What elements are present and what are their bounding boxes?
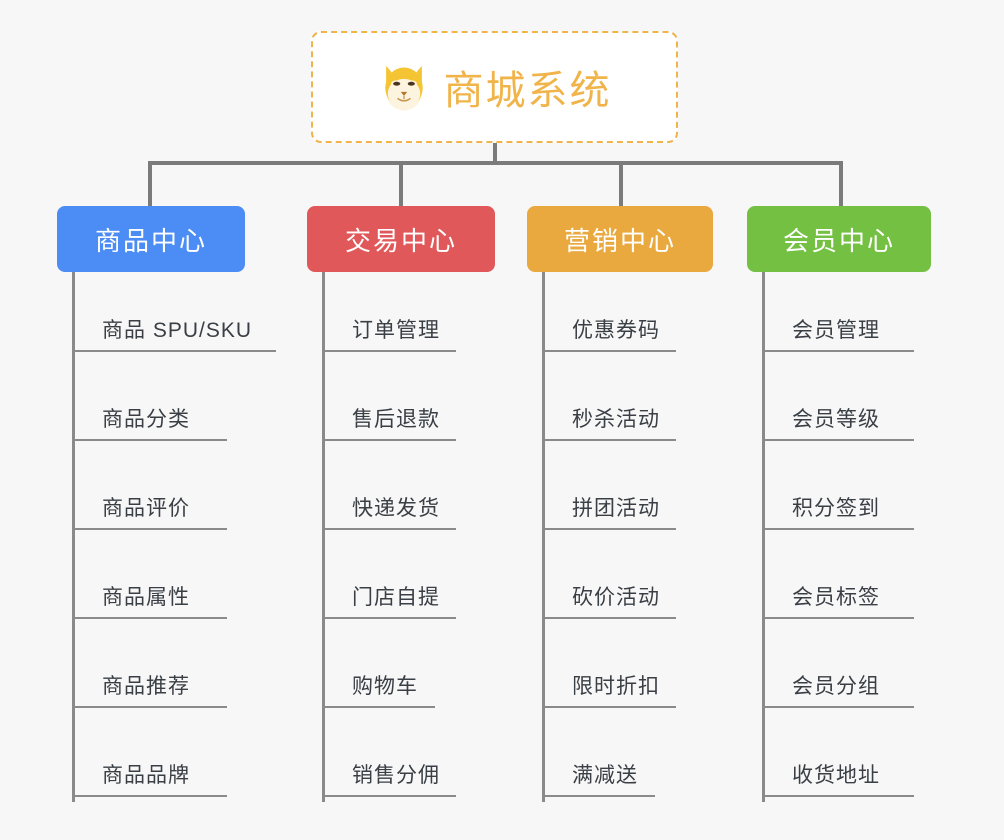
leaf-item[interactable]: 商品 SPU/SKU: [72, 306, 276, 352]
leaf-item-label: 会员等级: [792, 408, 880, 431]
leaf-item-label: 商品分类: [102, 408, 190, 431]
leaf-item-rule: [762, 350, 914, 352]
leaf-item[interactable]: 订单管理: [322, 306, 456, 352]
branch-spine-trade: [322, 272, 325, 802]
leaf-item-label: 会员标签: [792, 586, 880, 609]
category-header-trade[interactable]: 交易中心: [307, 206, 495, 272]
category-header-label: 会员中心: [782, 225, 895, 256]
category-header-marketing[interactable]: 营销中心: [527, 206, 713, 272]
leaf-item-label: 商品评价: [102, 497, 190, 520]
leaf-item-rule: [72, 528, 227, 530]
category-header-member[interactable]: 会员中心: [747, 206, 931, 272]
leaf-item[interactable]: 门店自提: [322, 573, 456, 619]
leaf-item[interactable]: 购物车: [322, 662, 435, 708]
leaf-item[interactable]: 拼团活动: [542, 484, 676, 530]
leaf-item-rule: [322, 706, 435, 708]
leaf-item-label: 拼团活动: [572, 497, 660, 520]
leaf-item[interactable]: 限时折扣: [542, 662, 676, 708]
leaf-item-label: 满减送: [572, 764, 638, 787]
leaf-item-label: 砍价活动: [572, 586, 660, 609]
leaf-item[interactable]: 会员分组: [762, 662, 914, 708]
leaf-item-rule: [322, 350, 456, 352]
leaf-item-rule: [762, 617, 914, 619]
connector-drop-1: [148, 161, 152, 206]
connector-root-stem: [493, 143, 497, 164]
leaf-item-label: 快递发货: [352, 497, 440, 520]
leaf-item[interactable]: 销售分佣: [322, 751, 456, 797]
leaf-item-rule: [72, 350, 276, 352]
leaf-item-rule: [542, 706, 676, 708]
leaf-item-label: 商品推荐: [102, 675, 190, 698]
leaf-item[interactable]: 快递发货: [322, 484, 456, 530]
leaf-item-label: 销售分佣: [352, 764, 440, 787]
leaf-item-rule: [322, 617, 456, 619]
leaf-item[interactable]: 商品品牌: [72, 751, 227, 797]
leaf-item-rule: [72, 795, 227, 797]
leaf-item-rule: [762, 528, 914, 530]
leaf-item-rule: [72, 439, 227, 441]
connector-horizontal-bus: [149, 161, 843, 165]
leaf-item-label: 订单管理: [352, 319, 440, 342]
leaf-item-rule: [542, 528, 676, 530]
leaf-item[interactable]: 售后退款: [322, 395, 456, 441]
branch-spine-member: [762, 272, 765, 802]
connector-drop-2: [399, 161, 403, 206]
category-header-label: 交易中心: [344, 225, 457, 256]
leaf-item-label: 会员管理: [792, 319, 880, 342]
branch-spine-marketing: [542, 272, 545, 802]
connector-drop-3: [619, 161, 623, 206]
root-node-label: 商城系统: [443, 69, 612, 113]
leaf-item-label: 秒杀活动: [572, 408, 660, 431]
leaf-item-label: 售后退款: [352, 408, 440, 431]
leaf-item-label: 限时折扣: [572, 675, 660, 698]
leaf-item[interactable]: 会员标签: [762, 573, 914, 619]
leaf-item-rule: [542, 795, 655, 797]
leaf-item-label: 优惠券码: [572, 319, 660, 342]
leaf-item-label: 会员分组: [792, 675, 880, 698]
leaf-item-label: 商品属性: [102, 586, 190, 609]
leaf-item[interactable]: 商品评价: [72, 484, 227, 530]
connector-drop-4: [839, 161, 843, 206]
leaf-item-rule: [762, 795, 914, 797]
leaf-item[interactable]: 秒杀活动: [542, 395, 676, 441]
leaf-item[interactable]: 收货地址: [762, 751, 914, 797]
leaf-item[interactable]: 积分签到: [762, 484, 914, 530]
leaf-item-rule: [542, 350, 676, 352]
leaf-item[interactable]: 会员等级: [762, 395, 914, 441]
category-header-label: 营销中心: [563, 225, 676, 256]
leaf-item[interactable]: 商品推荐: [72, 662, 227, 708]
leaf-item[interactable]: 商品分类: [72, 395, 227, 441]
leaf-item[interactable]: 优惠券码: [542, 306, 676, 352]
leaf-item[interactable]: 砍价活动: [542, 573, 676, 619]
leaf-item-rule: [72, 617, 227, 619]
leaf-item-label: 收货地址: [792, 764, 880, 787]
leaf-item[interactable]: 会员管理: [762, 306, 914, 352]
leaf-item-rule: [322, 795, 456, 797]
leaf-item-label: 商品 SPU/SKU: [102, 319, 253, 342]
shiba-dog-icon: [378, 61, 430, 113]
leaf-item-rule: [322, 439, 456, 441]
leaf-item-label: 购物车: [352, 675, 418, 698]
category-header-label: 商品中心: [94, 225, 207, 256]
leaf-item-label: 积分签到: [792, 497, 880, 520]
leaf-item[interactable]: 满减送: [542, 751, 655, 797]
root-node[interactable]: 商城系统: [311, 31, 678, 143]
leaf-item-rule: [72, 706, 227, 708]
leaf-item[interactable]: 商品属性: [72, 573, 227, 619]
leaf-item-rule: [542, 439, 676, 441]
leaf-item-rule: [322, 528, 456, 530]
leaf-item-label: 商品品牌: [102, 764, 190, 787]
leaf-item-label: 门店自提: [352, 586, 440, 609]
leaf-item-rule: [762, 439, 914, 441]
leaf-item-rule: [762, 706, 914, 708]
branch-spine-product: [72, 272, 75, 802]
category-header-product[interactable]: 商品中心: [57, 206, 245, 272]
leaf-item-rule: [542, 617, 676, 619]
